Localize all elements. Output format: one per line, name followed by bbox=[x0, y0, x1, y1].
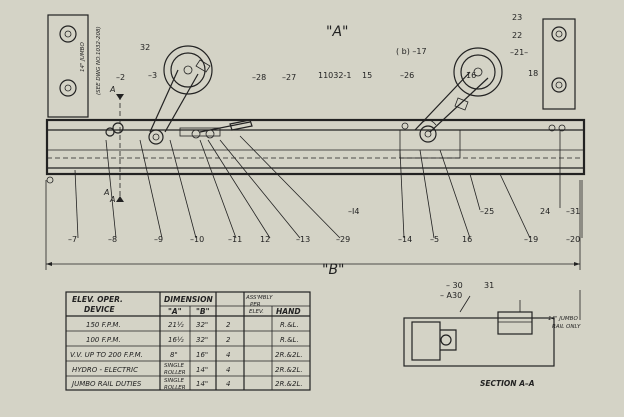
row-4-hand: 2R.&2L. bbox=[275, 366, 303, 374]
svg-text:–13: –13 bbox=[296, 235, 310, 244]
svg-text:–20: –20 bbox=[566, 235, 580, 244]
svg-text:ELEV.: ELEV. bbox=[249, 309, 264, 315]
table-header-dimension: DIMENSION bbox=[164, 295, 213, 304]
row-3-a: 8" bbox=[170, 351, 178, 359]
row-3-hand: 2R.&2L. bbox=[275, 351, 303, 359]
row-3-qty: 4 bbox=[226, 351, 230, 359]
svg-text:14" JUMBO: 14" JUMBO bbox=[80, 42, 86, 72]
svg-text:18: 18 bbox=[528, 69, 538, 78]
svg-text:–11: –11 bbox=[228, 235, 242, 244]
row-3-device: V.V. UP TO 200 F.P.M. bbox=[70, 351, 143, 359]
section-title: SECTION A–A bbox=[480, 379, 535, 388]
svg-text:–I4: –I4 bbox=[348, 207, 359, 216]
svg-text:–29: –29 bbox=[336, 235, 350, 244]
svg-text:RAIL ONLY: RAIL ONLY bbox=[552, 324, 581, 330]
row-2-hand: R.&L. bbox=[280, 336, 299, 344]
svg-text:DEVICE: DEVICE bbox=[84, 305, 115, 314]
svg-text:–8: –8 bbox=[108, 235, 117, 244]
dimension-table: ELEV. OPER. DEVICE DIMENSION "A" "B" ASS… bbox=[65, 291, 311, 391]
svg-text:16: 16 bbox=[466, 71, 476, 80]
svg-text:A: A bbox=[103, 188, 109, 197]
svg-text:16: 16 bbox=[462, 235, 472, 244]
top-reference-labels: 32 –2 –3 –28 –27 15 –26 ( b) –17 16 23 2… bbox=[116, 13, 538, 82]
section-ref-30: – 30 bbox=[446, 281, 463, 290]
svg-text:–19: –19 bbox=[524, 235, 538, 244]
row-1-b: 32" bbox=[196, 321, 208, 329]
svg-text:PER: PER bbox=[250, 302, 261, 308]
row-5-qty: 4 bbox=[226, 380, 230, 388]
bottom-reference-labels: –7 –8 –9 –10 –11 12 –13 –29 –14 –5 16 –2… bbox=[68, 207, 580, 244]
svg-text:–3: –3 bbox=[148, 71, 157, 80]
svg-text:12: 12 bbox=[260, 235, 270, 244]
view-b-title: "B" bbox=[322, 262, 344, 278]
row-5-b: 14" bbox=[196, 380, 208, 388]
svg-text:32: 32 bbox=[140, 43, 150, 52]
rail-note: 14" JUMBO bbox=[548, 316, 578, 322]
main-beam bbox=[45, 118, 586, 176]
left-roller-assembly bbox=[148, 45, 213, 145]
svg-text:22: 22 bbox=[512, 31, 522, 40]
svg-text:–27: –27 bbox=[282, 73, 296, 82]
svg-text:–5: –5 bbox=[430, 235, 439, 244]
svg-text:–14: –14 bbox=[398, 235, 412, 244]
svg-text:15: 15 bbox=[362, 71, 372, 80]
svg-text:–31: –31 bbox=[566, 207, 580, 216]
svg-text:23: 23 bbox=[512, 13, 522, 22]
dimension-b bbox=[45, 180, 581, 270]
section-a-a: – 30 – A30 31 14" JUMBO RAIL ONLY SECTIO… bbox=[403, 281, 581, 388]
row-2-qty: 2 bbox=[226, 336, 231, 344]
plate-left-ref: (SEE DWG NO.1032-208) bbox=[96, 26, 102, 95]
row-2-a: 16½ bbox=[168, 336, 184, 344]
table-header-a: "A" bbox=[168, 307, 182, 316]
table-header-device: ELEV. OPER. bbox=[72, 295, 123, 304]
linkage-parts bbox=[46, 119, 566, 184]
svg-text:A: A bbox=[109, 85, 115, 94]
row-2-device: 100 F.P.M. bbox=[86, 336, 121, 344]
svg-text:ROLLER: ROLLER bbox=[164, 385, 186, 391]
row-5-device: JUMBO RAIL DUTIES bbox=[70, 380, 142, 388]
row-1-qty: 2 bbox=[226, 321, 231, 329]
svg-text:–28: –28 bbox=[252, 73, 266, 82]
svg-text:–25: –25 bbox=[480, 207, 494, 216]
row-1-hand: R.&L. bbox=[280, 321, 299, 329]
right-roller-assembly bbox=[414, 47, 503, 143]
table-header-assembly: ASS'MBLY bbox=[245, 295, 273, 301]
svg-text:ROLLER: ROLLER bbox=[164, 370, 186, 376]
left-mounting-plate: (SEE DWG NO.1032-208) 14" JUMBO bbox=[47, 14, 102, 118]
row-5-hand: 2R.&2L. bbox=[275, 380, 303, 388]
view-a-title: "A" bbox=[326, 24, 348, 40]
svg-text:–26: –26 bbox=[400, 71, 414, 80]
svg-text:( b) –17: ( b) –17 bbox=[396, 47, 427, 56]
table-header-b: "B" bbox=[196, 307, 210, 316]
row-1-a: 21½ bbox=[168, 321, 184, 329]
svg-text:–2: –2 bbox=[116, 73, 125, 82]
section-ref-a30: – A30 bbox=[440, 291, 462, 300]
row-4-qty: 4 bbox=[226, 366, 230, 374]
svg-text:–7: –7 bbox=[68, 235, 77, 244]
svg-text:SINGLE: SINGLE bbox=[164, 378, 185, 384]
right-mounting-plate bbox=[542, 18, 576, 110]
svg-text:–10: –10 bbox=[190, 235, 204, 244]
row-1-device: 150 F.P.M. bbox=[86, 321, 121, 329]
ref-mid: 11032-1 bbox=[318, 71, 351, 80]
row-3-b: 16" bbox=[196, 351, 208, 359]
svg-text:24: 24 bbox=[540, 207, 550, 216]
leader-lines bbox=[74, 130, 583, 239]
row-4-device: HYDRO - ELECTRIC bbox=[72, 366, 138, 374]
table-header-hand: HAND bbox=[276, 307, 301, 316]
svg-text:–9: –9 bbox=[154, 235, 163, 244]
svg-text:SINGLE: SINGLE bbox=[164, 363, 185, 369]
svg-text:–21–: –21– bbox=[510, 48, 528, 57]
section-ref-31: 31 bbox=[484, 281, 494, 290]
row-2-b: 32" bbox=[196, 336, 208, 344]
row-4-b: 14" bbox=[196, 366, 208, 374]
